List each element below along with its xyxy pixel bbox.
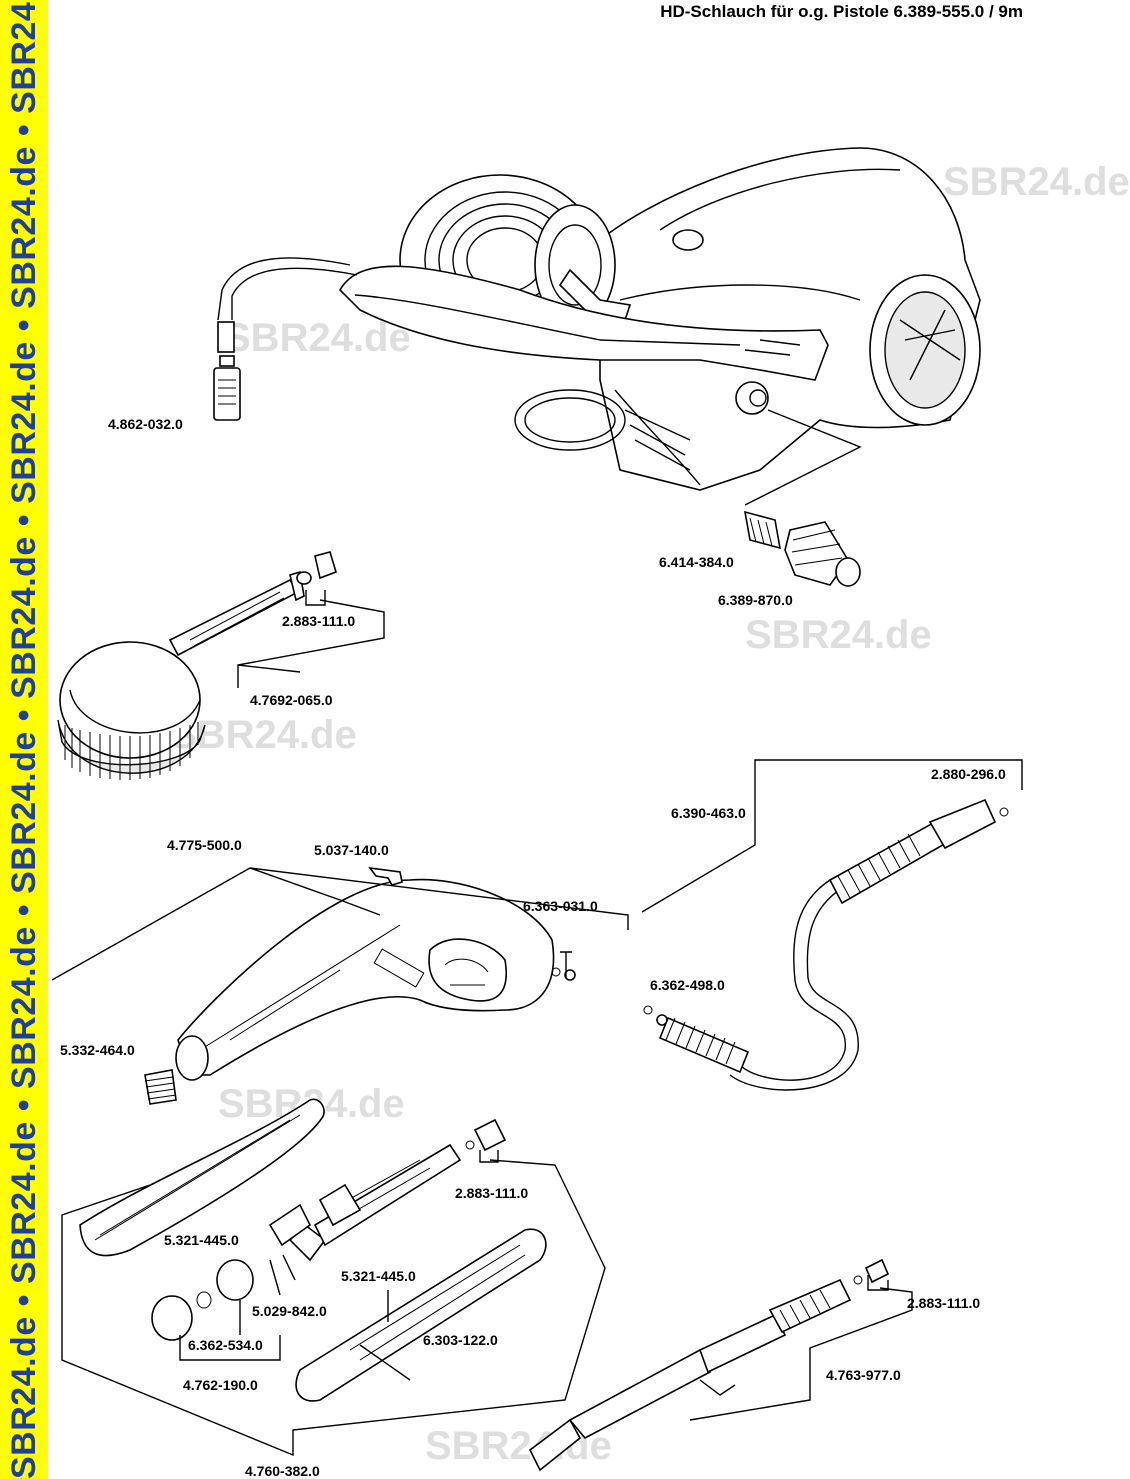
part-number-label: 5.332-464.0 [60,1042,135,1058]
part-number-label: 4.760-382.0 [245,1463,320,1479]
page-title: HD-Schlauch für o.g. Pistole 6.389-555.0… [660,2,1023,21]
leader-line [689,1275,913,1421]
part-number-label: 4.762-190.0 [183,1377,258,1393]
leader-line [269,1254,296,1296]
part-number-label: 6.390-463.0 [671,805,746,821]
gun-lance-parts [79,1098,547,1402]
leader-line [51,867,629,981]
part-number-label: 4.763-977.0 [826,1367,901,1383]
spray-lance [528,1258,890,1472]
part-number-label: 6.363-031.0 [523,898,598,914]
part-number-label: 4.7692-065.0 [250,692,333,708]
watermark: SBR24.de [745,613,932,657]
part-number-label: 4.775-500.0 [167,837,242,853]
part-number-label: 4.862-032.0 [108,416,183,432]
part-number-label: 6.362-498.0 [650,977,725,993]
part-number-label: 2.883-111.0 [455,1185,529,1201]
leader-line [641,759,1023,913]
leader-line [699,1379,736,1396]
leader-line [744,409,862,506]
high-pressure-hose [643,798,1009,1091]
watermark: SBR24.de [943,160,1130,204]
part-number-label: 5.321-445.0 [164,1232,239,1248]
part-number-label: 6.303-122.0 [423,1332,498,1348]
part-number-label: 2.883-111.0 [907,1295,981,1311]
part-number-label: 6.389-870.0 [718,592,793,608]
leader-line [61,1150,606,1457]
round-brush [57,551,337,780]
adapter-fittings [743,510,861,587]
leader-line [560,951,572,978]
part-number-label: 5.029-842.0 [252,1303,327,1319]
part-number-label: 5.037-140.0 [314,842,389,858]
sidebar-watermark-strip: SBR24.de • SBR24.de • SBR24.de • SBR24.d… [0,0,48,1479]
pressure-washer-body [213,147,981,491]
watermark: SBR24.de [224,316,411,360]
parts-diagram [51,147,1023,1472]
part-number-label: 2.880-296.0 [931,766,1006,782]
part-number-label: 6.362-534.0 [188,1337,263,1353]
leader-line [237,590,385,688]
part-number-label: 5.321-445.0 [341,1268,416,1284]
leader-line [179,1300,281,1361]
part-number-label: 6.414-384.0 [659,554,734,570]
part-number-label: 2.883-111.0 [282,613,356,629]
spray-gun-assembly [144,866,576,1105]
